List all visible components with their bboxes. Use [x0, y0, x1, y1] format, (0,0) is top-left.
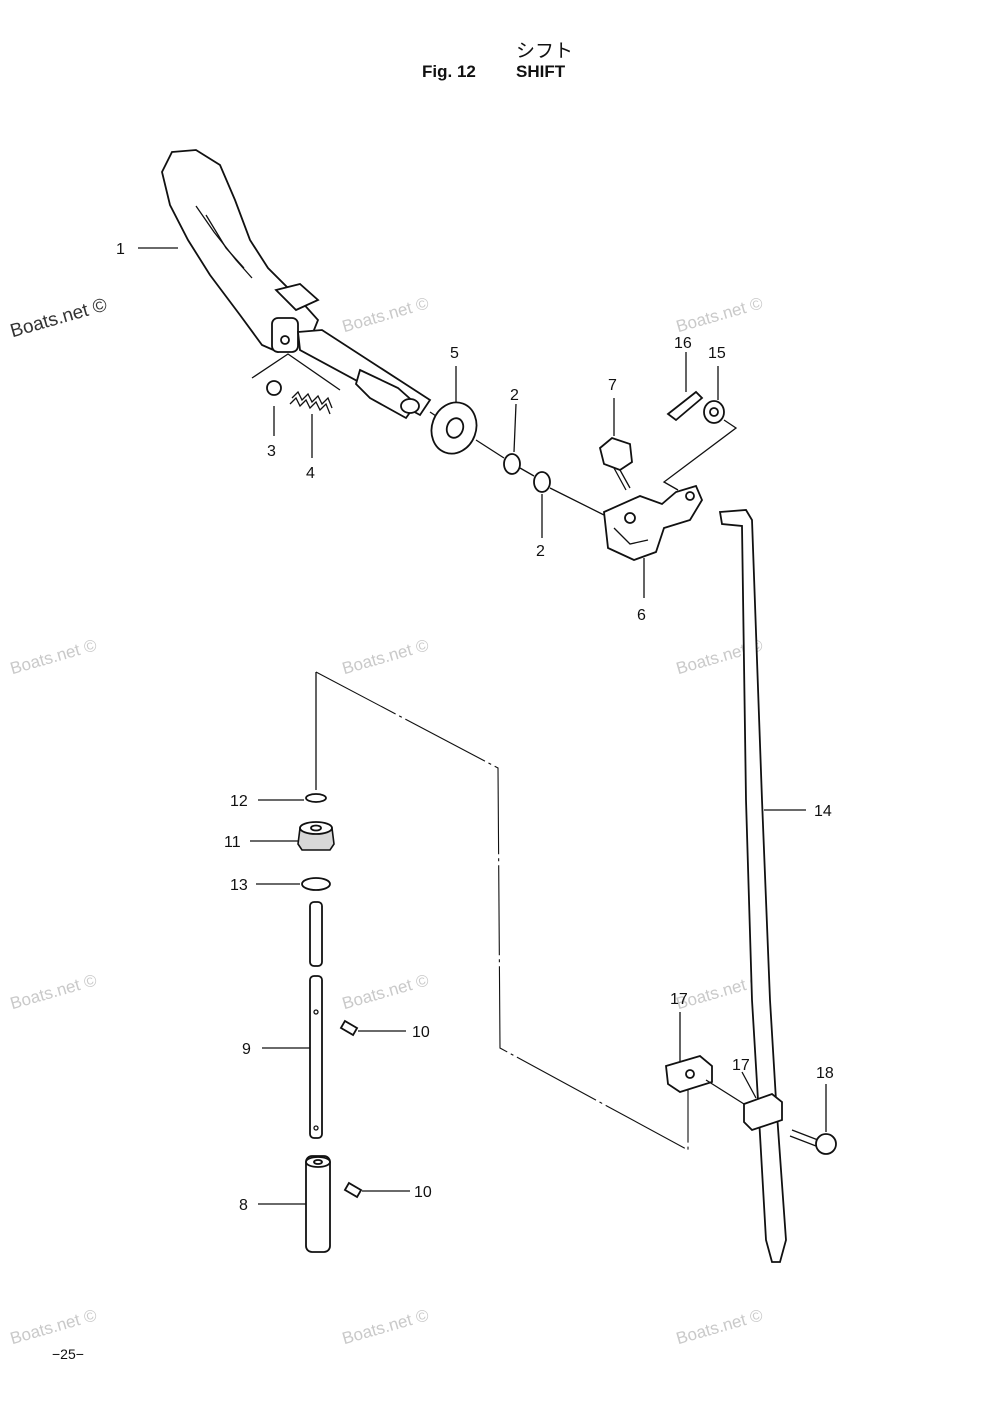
- callout-1: 1: [116, 241, 125, 258]
- callout-3: 3: [267, 443, 276, 460]
- callout-10: 10: [414, 1184, 432, 1201]
- callout-11: 11: [224, 834, 241, 851]
- part-8-sleeve: [305, 1155, 331, 1253]
- figure-label: Fig. 12: [422, 62, 476, 81]
- callout-2: 2: [510, 387, 519, 404]
- callout-8: 8: [239, 1197, 248, 1214]
- callout-14: 14: [814, 803, 832, 820]
- callout-13: 13: [230, 877, 248, 894]
- part-15-washer: [703, 400, 725, 424]
- part-16-cotter-pin: [666, 390, 704, 422]
- part-13-circlip: [301, 877, 331, 891]
- callout-16: 16: [674, 335, 692, 352]
- callout-5: 5: [450, 345, 459, 362]
- part-10-pin: [343, 1181, 363, 1199]
- part-10-pin: [339, 1019, 359, 1037]
- part-9-shaft: [309, 975, 323, 1139]
- part-17-clip: [665, 1055, 713, 1093]
- rod-segment: [309, 901, 323, 967]
- part-4-spring: [289, 390, 333, 415]
- part-14-shift-rod: [718, 509, 787, 1263]
- callout-17: 17: [670, 991, 688, 1008]
- part-12-o-ring: [305, 793, 327, 803]
- callout-10: 10: [412, 1024, 430, 1041]
- callout-18: 18: [816, 1065, 834, 1082]
- page-number: −25−: [52, 1346, 84, 1362]
- callout-2: 2: [536, 543, 545, 560]
- japanese-title: シフト: [516, 40, 574, 62]
- part-1-shift-handle: [161, 149, 432, 420]
- part-6-shift-lever: [603, 484, 704, 561]
- callout-9: 9: [242, 1041, 251, 1058]
- callout-7: 7: [608, 377, 617, 394]
- part-2-washer: [503, 453, 521, 475]
- callout-4: 4: [306, 465, 315, 482]
- callout-6: 6: [637, 607, 646, 624]
- callout-12: 12: [230, 793, 248, 810]
- callout-17: 17: [732, 1057, 750, 1074]
- part-17-clip: [743, 1092, 783, 1132]
- part-5-washer: [430, 401, 478, 455]
- part-7-bolt: [598, 436, 633, 491]
- leader-lines: [138, 247, 827, 1205]
- part-18-bolt: [789, 1129, 837, 1155]
- diagram-title: SHIFT: [516, 62, 566, 81]
- part-3-ball: [266, 380, 282, 396]
- callout-15: 15: [708, 345, 726, 362]
- part-2-washer: [533, 471, 551, 493]
- part-11-grommet: [297, 821, 335, 851]
